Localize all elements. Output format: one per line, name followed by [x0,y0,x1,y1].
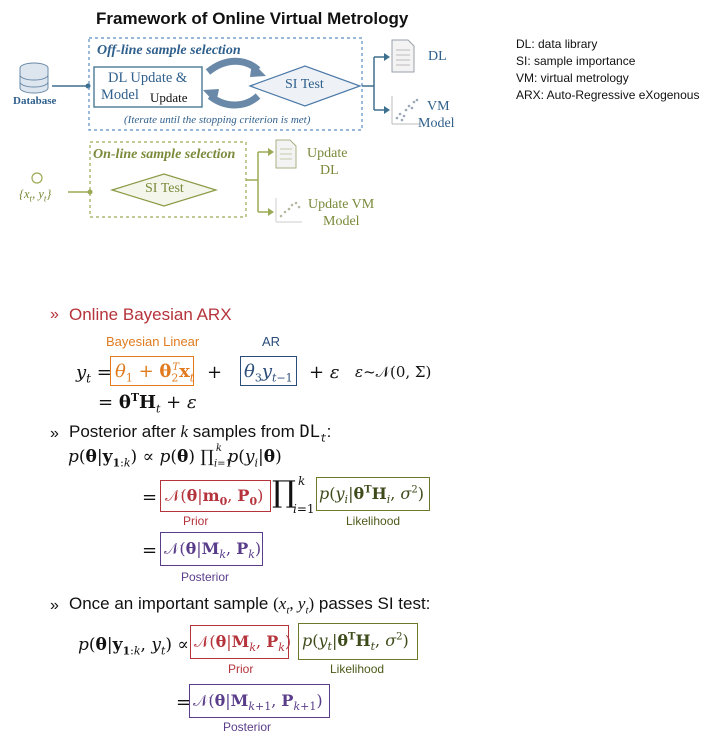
posterior-box [189,684,330,718]
posterior-text: Posterior after k samples from DLt: [69,422,332,445]
scatter-plot-icon [391,96,420,125]
bullet: » [50,425,59,442]
bullet: » [50,306,59,323]
document-icon [391,39,415,73]
database-icon [19,62,49,94]
noise-distribution: ε~𝒩(0, Σ) [355,363,432,381]
equals-sign: = [142,540,158,561]
legend: DL: data library SI: sample importance V… [516,36,699,104]
likelihood-label: Likelihood [346,514,401,528]
vm-output-line1: VM [427,99,450,114]
prior-box [190,625,289,659]
si-test-online: SI Test [145,181,184,196]
dl-update-line2: Model [101,87,139,103]
legend-item: SI: sample importance [516,54,636,68]
bayesian-term: θ1 + θ2Txt [115,361,195,385]
ar-label: AR [262,334,281,349]
prior-box [160,480,271,512]
product-lower: i=1 [293,502,315,516]
noise-term: + ε [309,362,340,383]
dl-update-line1: DL Update & [108,70,188,86]
legend-item: ARX: Auto-Regressive eXogenous [516,88,700,102]
equals-sign: = [142,487,158,508]
si-test-offline: SI Test [285,77,324,92]
prior-term: 𝒩(θ|Mk, Pk) [194,632,292,655]
online-title: On-line sample selection [93,147,236,162]
bullet: » [50,597,59,614]
posterior-label: Posterior [181,570,230,584]
likelihood-label: Likelihood [330,662,385,676]
ar-term: θ3yt−1 [244,361,293,385]
update-vm-scatter-icon [275,198,302,223]
equation-compact: = θTHt + ε [98,391,197,416]
prior-label: Prior [183,514,209,528]
database-label: Database [13,95,57,107]
product-upper: k [298,474,306,488]
equals-sign: = [176,692,192,713]
update-dl-document-icon [275,139,297,169]
product-symbol: ∏ [272,475,296,510]
posterior-term: 𝒩(θ|Mk, Pk) [164,539,262,562]
vm-output-line2: Model [418,116,455,131]
plus-sign: + [207,362,223,383]
prior-term: 𝒩(θ|m0, P0) [165,486,264,509]
legend-item: VM: virtual metrology [516,71,629,85]
offline-title: Off-line sample selection [97,43,241,58]
legend-item: DL: data library [516,37,598,51]
framework-title: Framework of Online Virtual Metrology [96,9,409,28]
update-dl-line1: Update [307,146,348,161]
update-dl-line2: DL [320,163,339,178]
iterate-note: (Iterate until the stopping criterion is… [124,114,311,126]
likelihood-term: p(yi|θTHi, σ2) [319,484,424,507]
important-sample-text: Once an important sample (xt, yt) passes… [69,594,431,617]
dl-update-line3: Update [150,90,188,105]
section-title-online-bayesian-arx: Online Bayesian ARX [69,305,232,324]
ar-term-box [240,356,297,386]
framework-diagram [19,37,420,223]
online-posterior-proportional: p(θ|y1:k, yt) ∝ [78,635,189,658]
dl-output-label: DL [428,49,447,64]
likelihood-term: p(yt|θTHt, σ2) [302,631,409,654]
equation-yt: yt = [76,362,112,386]
update-vm-line1: Update VM [308,197,375,212]
update-vm-line2: Model [323,214,360,229]
xy-input: {xt, yt} [19,187,52,204]
prior-label: Prior [228,662,254,676]
posterior-term: 𝒩(θ|Mk+1, Pk+1) [193,691,323,714]
likelihood-box [316,477,430,511]
likelihood-box [298,623,418,660]
posterior-label: Posterior [223,720,272,734]
posterior-box [160,532,263,566]
bayesian-linear-label: Bayesian Linear [106,334,200,349]
bayesian-term-box [110,356,194,386]
posterior-proportional: p(θ|y1:k) ∝ p(θ) ∏i=1k p(yi|θ) [68,443,282,470]
